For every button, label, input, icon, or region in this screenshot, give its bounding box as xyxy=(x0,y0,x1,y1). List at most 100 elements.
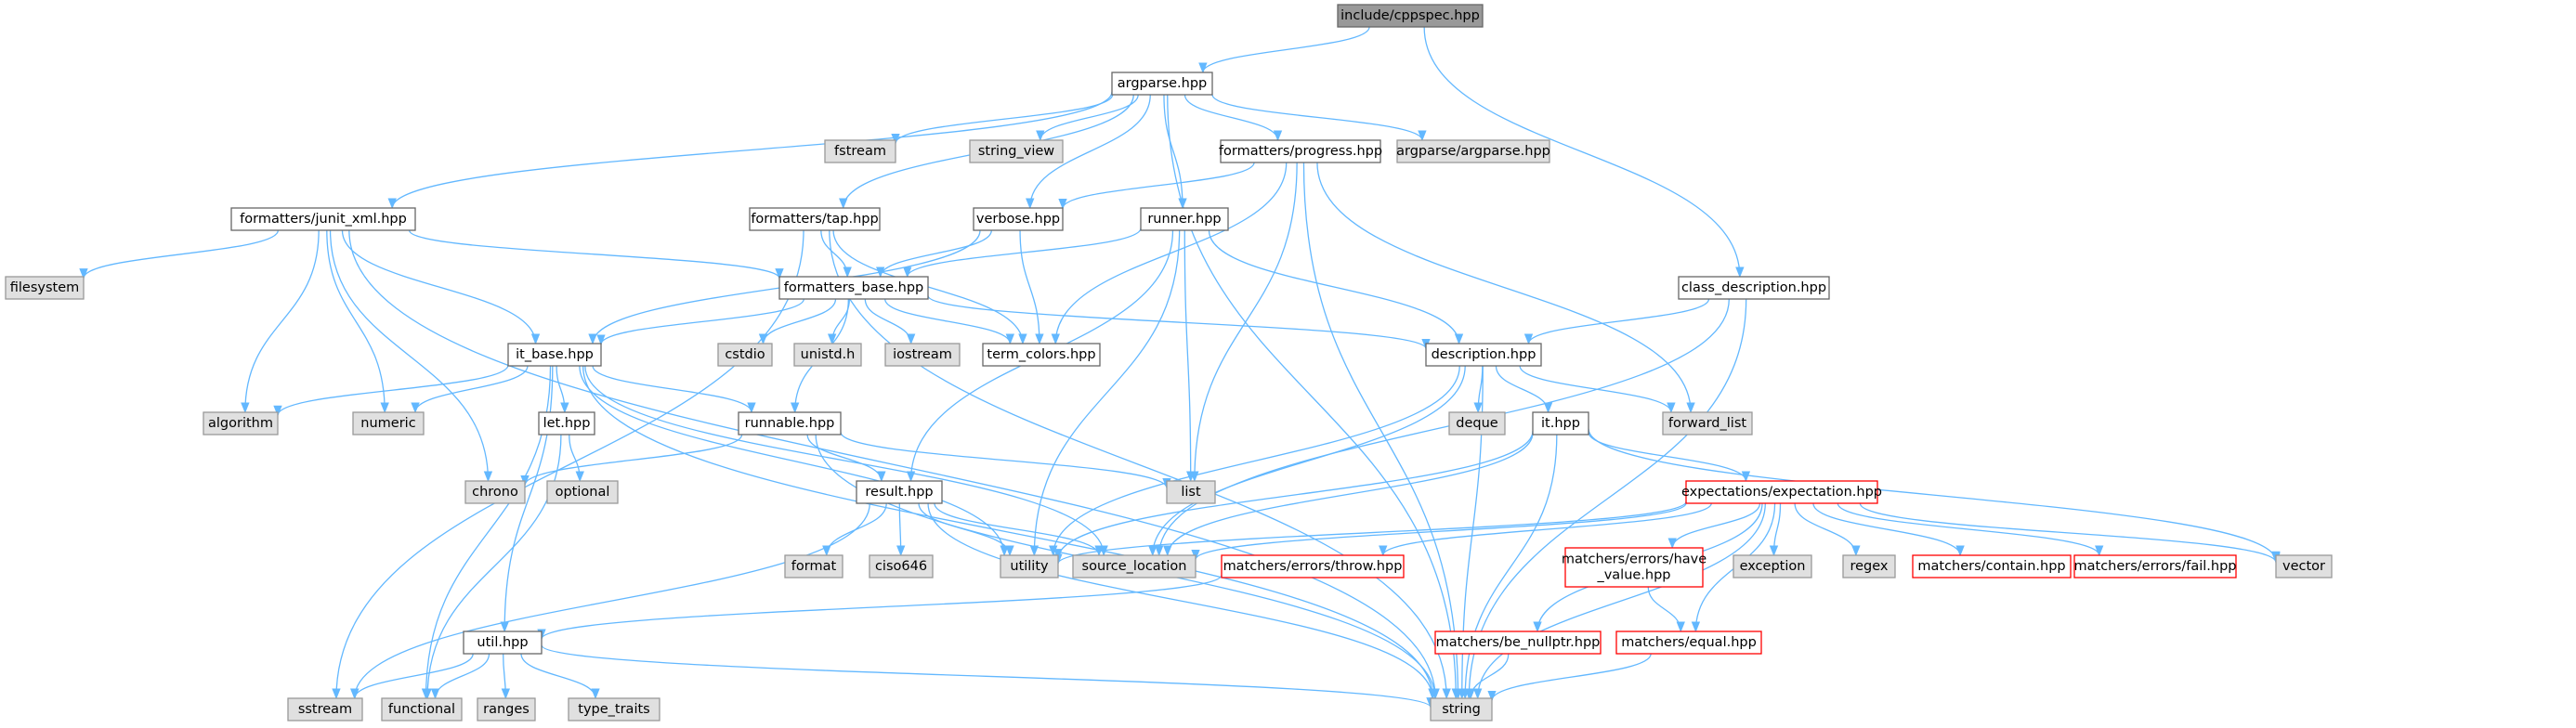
node-list[interactable]: list xyxy=(1166,480,1216,504)
node-label: type_traits xyxy=(578,702,649,717)
node-ranges[interactable]: ranges xyxy=(477,697,536,722)
node-box xyxy=(2073,554,2237,578)
node-label: include/cppspec.hpp xyxy=(1340,8,1480,23)
node-algorithm[interactable]: algorithm xyxy=(203,411,279,436)
node-optional[interactable]: optional xyxy=(546,480,619,504)
node-class-desc[interactable]: class_description.hpp xyxy=(1678,276,1830,300)
edge-argparse-to-junit xyxy=(387,91,1113,210)
node-fstream[interactable]: fstream xyxy=(824,139,896,163)
edge-fprogress-to-term_colors xyxy=(1051,162,1288,345)
node-result[interactable]: result.hpp xyxy=(856,480,943,504)
node-deque[interactable]: deque xyxy=(1448,411,1506,436)
node-label: utility xyxy=(1010,559,1049,574)
node-description[interactable]: description.hpp xyxy=(1425,343,1542,367)
edge-junit-to-algorithm xyxy=(241,229,320,414)
edge-fprogress-to-forward_list xyxy=(1316,162,1695,414)
node-label: argparse.hpp xyxy=(1118,76,1208,91)
edges xyxy=(79,26,2281,708)
edge-have_value-to-equal xyxy=(1647,586,1685,633)
node-unistd[interactable]: unistd.h xyxy=(793,343,862,367)
edge-it_base-to-numeric xyxy=(411,365,529,414)
node-chrono[interactable]: chrono xyxy=(464,480,526,504)
node-label: matchers/contain.hpp xyxy=(1917,559,2065,574)
node-box xyxy=(352,411,425,436)
node-box xyxy=(2275,554,2333,578)
node-util[interactable]: util.hpp xyxy=(463,630,543,655)
node-vector[interactable]: vector xyxy=(2275,554,2333,578)
edge-result-to-ciso646 xyxy=(896,502,906,557)
node-have-value[interactable]: matchers/errors/have_value.hpp xyxy=(1562,547,1706,588)
edge-be_nullptr-to-string xyxy=(1466,653,1510,700)
node-equal[interactable]: matchers/equal.hpp xyxy=(1615,630,1762,655)
node-argparse-arg[interactable]: argparse/argparse.hpp xyxy=(1396,139,1550,163)
node-forward-list[interactable]: forward_list xyxy=(1662,411,1753,436)
node-label: deque xyxy=(1456,416,1498,431)
node-tap[interactable]: formatters/tap.hpp xyxy=(749,207,881,231)
node-label: filesystem xyxy=(10,280,80,295)
node-regex[interactable]: regex xyxy=(1842,554,1896,578)
edge-it_base-to-source_location xyxy=(584,365,1108,557)
node-iostream[interactable]: iostream xyxy=(884,343,961,367)
node-label: vector xyxy=(2282,559,2325,574)
node-box xyxy=(1434,630,1602,655)
node-exception[interactable]: exception xyxy=(1733,554,1812,578)
edge-expectation-to-have_value xyxy=(1667,502,1761,550)
node-type-traits[interactable]: type_traits xyxy=(568,697,660,722)
node-functional[interactable]: functional xyxy=(381,697,463,722)
node-it-base[interactable]: it_base.hpp xyxy=(507,343,602,367)
node-term-colors[interactable]: term_colors.hpp xyxy=(982,343,1101,367)
edge-it-to-utility xyxy=(1053,431,1534,560)
node-runner[interactable]: runner.hpp xyxy=(1140,207,1229,231)
node-junit[interactable]: formatters/junit_xml.hpp xyxy=(230,207,416,231)
node-runnable[interactable]: runnable.hpp xyxy=(738,411,842,436)
edge-fprogress-to-list xyxy=(1190,162,1298,483)
node-cstdio[interactable]: cstdio xyxy=(717,343,773,367)
node-numeric[interactable]: numeric xyxy=(352,411,425,436)
node-box xyxy=(824,139,896,163)
node-contain[interactable]: matchers/contain.hpp xyxy=(1912,554,2072,578)
edge-fbase-to-it_base xyxy=(596,298,804,345)
node-argparse[interactable]: argparse.hpp xyxy=(1111,72,1213,96)
node-label: verbose.hpp xyxy=(976,212,1060,227)
node-label: matchers/errors/throw.hpp xyxy=(1223,559,1403,574)
node-label: regex xyxy=(1850,559,1888,574)
edge-class_desc-to-source_location xyxy=(1155,298,1730,557)
node-it[interactable]: it.hpp xyxy=(1532,411,1589,436)
edge-expectation-to-fail xyxy=(1837,502,2104,557)
edge-result-to-string xyxy=(927,502,1437,700)
node-throw[interactable]: matchers/errors/throw.hpp xyxy=(1221,554,1405,578)
node-label: list xyxy=(1181,485,1201,500)
node-sstream[interactable]: sstream xyxy=(287,697,363,722)
node-box xyxy=(717,343,773,367)
edge-junit-to-numeric xyxy=(326,229,389,414)
node-label: let.hpp xyxy=(543,416,591,431)
node-box xyxy=(869,554,934,578)
node-expectation[interactable]: expectations/expectation.hpp xyxy=(1681,480,1882,504)
node-box xyxy=(1842,554,1896,578)
node-let[interactable]: let.hpp xyxy=(538,411,595,436)
edge-fbase-to-term_colors xyxy=(884,298,1014,345)
node-format[interactable]: format xyxy=(784,554,843,578)
node-string-view[interactable]: string_view xyxy=(969,139,1064,163)
node-verbose[interactable]: verbose.hpp xyxy=(973,207,1064,231)
node-label: unistd.h xyxy=(801,347,856,362)
node-be-nullptr[interactable]: matchers/be_nullptr.hpp xyxy=(1434,630,1602,655)
node-ciso646[interactable]: ciso646 xyxy=(869,554,934,578)
node-fprogress[interactable]: formatters/progress.hpp xyxy=(1219,139,1382,163)
node-box xyxy=(464,480,526,504)
node-utility[interactable]: utility xyxy=(1000,554,1059,578)
edge-util-to-type_traits xyxy=(520,653,600,700)
edge-expectation-to-source_location xyxy=(1191,502,1687,561)
node-root[interactable]: include/cppspec.hpp xyxy=(1337,4,1484,28)
node-label: argparse/argparse.hpp xyxy=(1396,144,1550,159)
edge-expectation-to-vector xyxy=(1859,502,2281,564)
edge-let-to-optional xyxy=(569,434,584,483)
node-filesystem[interactable]: filesystem xyxy=(5,276,85,300)
node-box xyxy=(203,411,279,436)
node-fbase[interactable]: formatters_base.hpp xyxy=(778,276,929,300)
node-string[interactable]: string xyxy=(1430,697,1493,722)
node-source-location[interactable]: source_location xyxy=(1072,554,1196,578)
edge-expectation-to-regex xyxy=(1794,502,1861,557)
node-fail[interactable]: matchers/errors/fail.hpp xyxy=(2073,554,2237,578)
edge-util-to-string xyxy=(541,644,1435,708)
